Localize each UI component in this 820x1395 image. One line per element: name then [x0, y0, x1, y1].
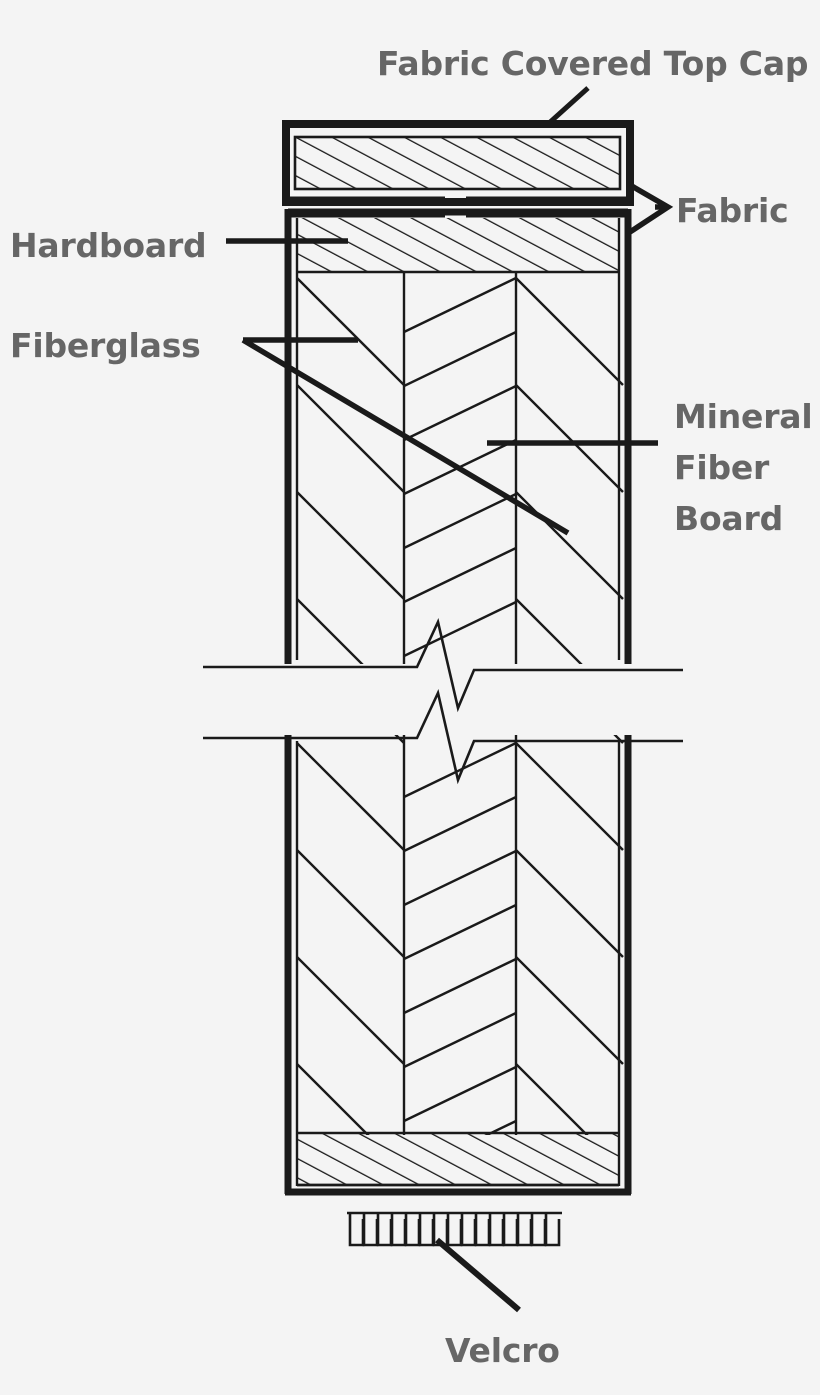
- velcro-hooks: [348, 1213, 561, 1247]
- break-line-lower: [203, 689, 683, 785]
- fabric-covered-top-cap: [282, 86, 634, 206]
- label-mineral-fiber-board-line-1: Mineral: [674, 397, 813, 436]
- fiberglass-left-hatch-lower: [296, 735, 405, 1135]
- label-mineral-fiber-board-line-2: Fiber: [674, 448, 770, 487]
- label-fiberglass: Fiberglass: [10, 326, 201, 365]
- panel-core-lower: [296, 735, 624, 1135]
- label-hardboard: Hardboard: [10, 226, 207, 265]
- mineral-fiber-board-hatch-lower: [403, 741, 517, 1135]
- velcro-leader-line: [435, 1237, 521, 1313]
- panel-core-upper: [296, 272, 624, 664]
- panel-body-lower-outline: [284, 735, 632, 1196]
- mineral-fiber-board-hatch-upper: [403, 276, 517, 658]
- label-mineral-fiber-board-line-3: Board: [674, 499, 783, 538]
- fiberglass-right-hatch-lower: [515, 735, 624, 1135]
- hardboard-upper-band: [297, 218, 619, 274]
- label-fabric: Fabric: [676, 191, 789, 230]
- label-fabric-covered-top-cap: Fabric Covered Top Cap: [377, 44, 809, 83]
- fabric-leader-bracket: [628, 182, 674, 235]
- fiberglass-leader-lines: [241, 337, 570, 536]
- label-velcro: Velcro: [445, 1331, 560, 1370]
- velcro-hook-strip: [347, 1211, 562, 1247]
- fiberglass-left-hatch-upper: [296, 277, 405, 664]
- panel-body-upper-outline: [284, 208, 632, 664]
- hardboard-lower-band: [297, 1131, 619, 1187]
- fiberglass-right-hatch-upper: [515, 277, 624, 664]
- break-line-upper: [203, 618, 683, 713]
